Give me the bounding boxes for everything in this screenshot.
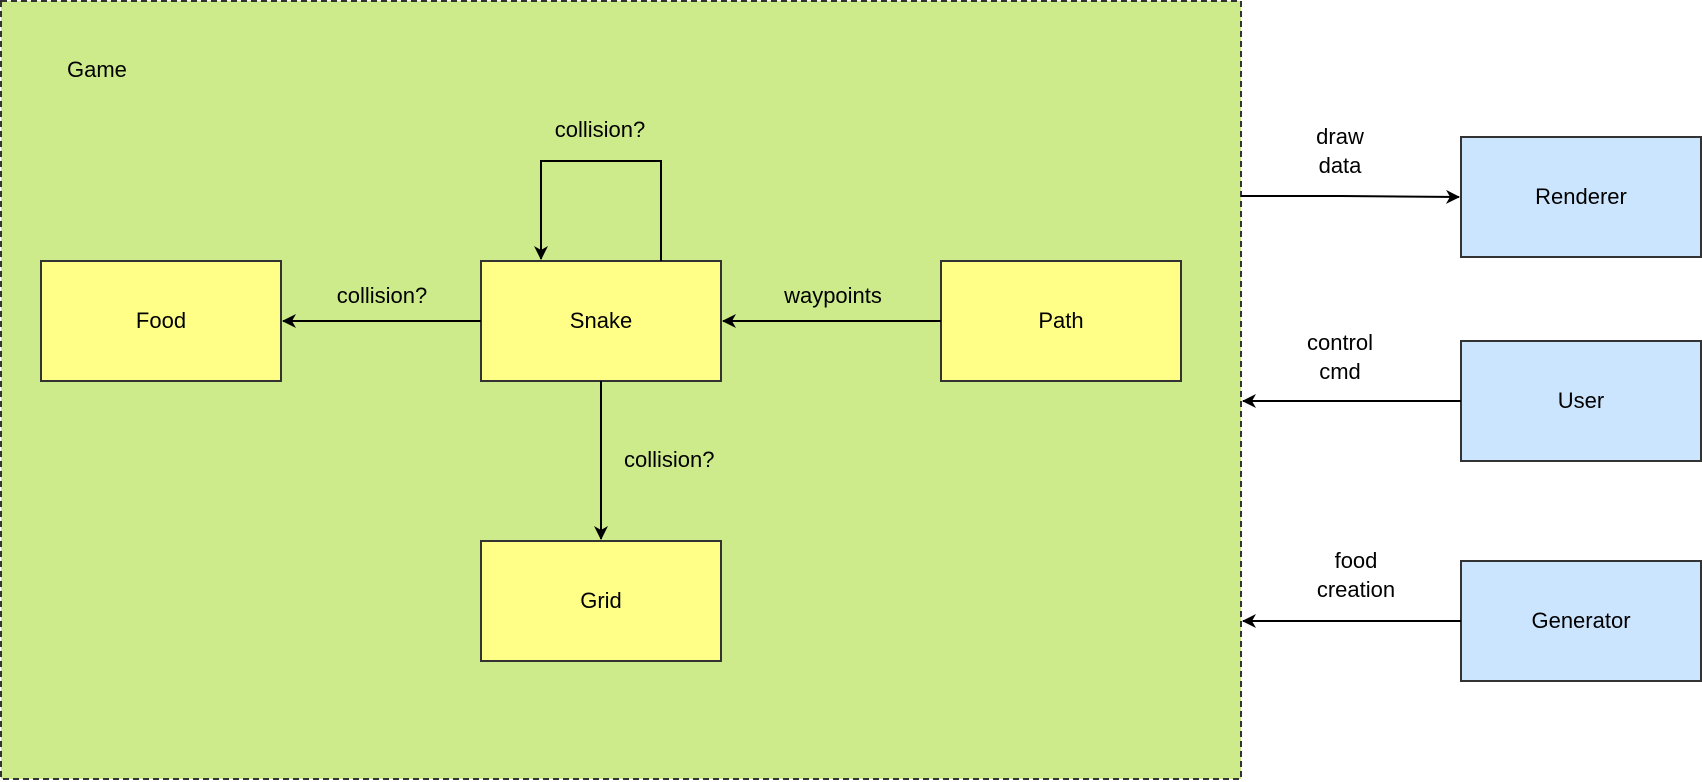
edge-path-snake-waypoints: waypoints bbox=[722, 283, 941, 328]
node-renderer-label: Renderer bbox=[1535, 184, 1627, 209]
edge-snake-food-collision: collision? bbox=[282, 283, 481, 328]
node-generator-label: Generator bbox=[1531, 608, 1630, 633]
edge-game-renderer-label-line2: data bbox=[1319, 153, 1363, 178]
edge-snake-self-label: collision? bbox=[555, 117, 646, 142]
edge-snake-self-line bbox=[534, 160, 662, 261]
node-renderer: Renderer bbox=[1460, 136, 1702, 258]
node-generator-box bbox=[1460, 560, 1702, 682]
edge-snake-self-collision: collision? bbox=[534, 117, 662, 261]
edge-path-snake-label: waypoints bbox=[783, 283, 882, 308]
node-generator: Generator bbox=[1460, 560, 1702, 682]
node-renderer-box bbox=[1460, 136, 1702, 258]
node-grid: Grid bbox=[480, 540, 722, 662]
edge-generator-game-label-line1: food bbox=[1335, 548, 1378, 573]
node-snake-label: Snake bbox=[570, 308, 632, 333]
edge-snake-grid-collision: collision? bbox=[594, 381, 715, 540]
node-food: Food bbox=[40, 260, 282, 382]
edge-user-game: control cmd bbox=[1242, 330, 1461, 408]
node-food-box bbox=[40, 260, 282, 382]
node-path: Path bbox=[940, 260, 1182, 382]
edge-user-game-label-line2: cmd bbox=[1319, 359, 1361, 384]
game-container-label: Game bbox=[67, 57, 127, 82]
edge-snake-grid-label: collision? bbox=[624, 447, 715, 472]
node-path-label: Path bbox=[1038, 308, 1083, 333]
edge-generator-game-label-line2: creation bbox=[1317, 577, 1395, 602]
node-user-box bbox=[1460, 340, 1702, 462]
node-grid-label: Grid bbox=[580, 588, 622, 613]
node-grid-box bbox=[480, 540, 722, 662]
edge-user-game-label-line1: control bbox=[1307, 330, 1373, 355]
node-user: User bbox=[1460, 340, 1702, 462]
edge-generator-game: food creation bbox=[1242, 548, 1461, 628]
node-snake: Snake bbox=[480, 260, 722, 382]
edge-game-renderer: draw data bbox=[1241, 124, 1460, 204]
edge-snake-food-label: collision? bbox=[337, 283, 428, 308]
edge-game-renderer-label-line1: draw bbox=[1316, 124, 1364, 149]
node-user-label: User bbox=[1558, 388, 1604, 413]
edge-game-renderer-line bbox=[1241, 189, 1460, 204]
node-food-label: Food bbox=[136, 308, 186, 333]
